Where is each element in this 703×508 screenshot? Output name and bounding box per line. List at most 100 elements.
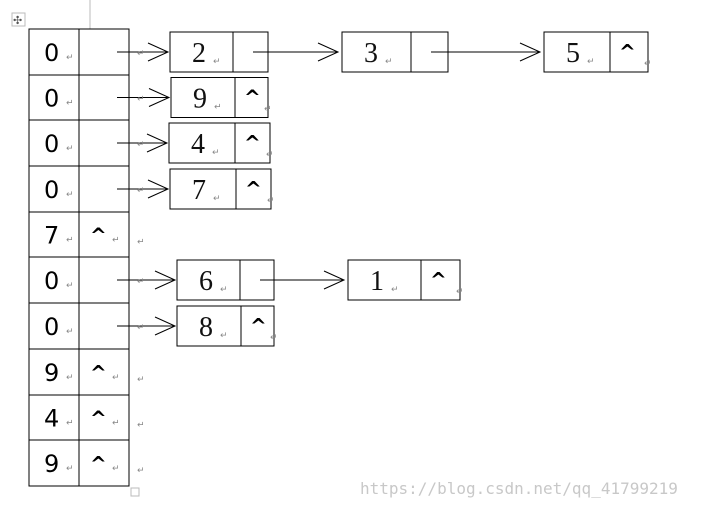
paragraph-mark: ↵	[587, 57, 595, 67]
null-pointer-mark: ^	[244, 131, 261, 155]
node-value: 2	[192, 38, 206, 69]
null-pointer-mark: ^	[619, 40, 636, 64]
row-value: 9	[44, 359, 59, 387]
paragraph-mark: ↵	[66, 144, 74, 154]
node-value: 1	[370, 266, 384, 297]
paragraph-mark: ↵	[137, 466, 145, 476]
node-value: 6	[199, 266, 213, 297]
node-border	[170, 77, 269, 118]
paragraph-mark: ↵	[137, 323, 145, 333]
row-value: 9	[44, 450, 59, 478]
list-node: 5 ↵ ^ ↵	[543, 31, 652, 73]
row-value: 0	[44, 313, 59, 341]
pointer-arrow	[260, 270, 346, 290]
node-border	[168, 122, 271, 164]
paragraph-mark: ↵	[391, 285, 399, 295]
node-border	[169, 168, 272, 210]
node-value: 4	[191, 129, 205, 160]
node-border	[347, 259, 461, 301]
paragraph-mark: ↵	[266, 150, 274, 160]
paragraph-mark: ↵	[112, 464, 120, 474]
null-pointer-mark: ^	[90, 407, 107, 431]
pointer-arrow	[117, 316, 177, 336]
paragraph-mark: ↵	[66, 99, 74, 109]
node-value: 8	[199, 312, 213, 343]
paragraph-mark: ↵	[66, 464, 74, 474]
table-row: 0↵	[28, 302, 130, 350]
pointer-arrow	[117, 270, 177, 290]
paragraph-mark: ↵	[66, 236, 74, 246]
list-node: 6↵	[176, 259, 275, 301]
table-row: 0↵	[28, 119, 130, 167]
null-pointer-mark: ^	[250, 314, 267, 338]
chain: ↵2↵3↵5↵^↵	[117, 31, 652, 73]
table-row: 7↵^↵↵	[28, 211, 145, 258]
paragraph-mark: ↵	[137, 186, 145, 196]
null-pointer-mark: ^	[430, 268, 447, 292]
paragraph-mark: ↵	[220, 285, 228, 295]
paragraph-mark: ↵	[214, 103, 222, 113]
list-node: 8↵^↵	[176, 305, 278, 347]
row-value: 0	[44, 39, 59, 67]
table-move-handle[interactable]	[11, 12, 26, 27]
node-value: 5	[566, 38, 580, 69]
paragraph-mark: ↵	[137, 238, 145, 248]
chain: ↵9↵^↵	[117, 77, 272, 118]
node-border	[543, 31, 649, 73]
paragraph-mark: ↵	[66, 190, 74, 200]
null-pointer-mark: ^	[244, 86, 261, 110]
node-value: 3	[364, 38, 378, 69]
paragraph-mark: ↵	[137, 277, 145, 287]
chain: ↵4↵^↵	[117, 122, 274, 164]
paragraph-mark: ↵	[137, 95, 145, 105]
paragraph-mark: ↵	[264, 105, 272, 115]
list-node: 1 ↵ ^ ↵	[347, 259, 464, 301]
row-value: 0	[44, 85, 59, 113]
null-pointer-mark: ^	[90, 452, 107, 476]
list-node: 7↵^↵	[169, 168, 275, 210]
pointer-arrow	[253, 42, 340, 62]
node-value: 9	[193, 84, 207, 115]
paragraph-mark: ↵	[213, 57, 221, 67]
paragraph-mark: ↵	[137, 49, 145, 59]
paragraph-mark: ↵	[137, 375, 145, 385]
table-row: 0↵	[28, 74, 130, 121]
paragraph-mark: ↵	[644, 59, 652, 69]
move-handle-icon: ✣	[13, 14, 22, 27]
row-value: 4	[44, 405, 59, 433]
null-pointer-mark: ^	[90, 361, 107, 385]
table-row: 4↵^↵↵	[28, 394, 145, 441]
watermark-text: https://blog.csdn.net/qq_41799219	[360, 479, 678, 498]
table-resize-handle[interactable]	[130, 487, 140, 497]
head-table: 0↵0↵0↵0↵7↵^↵↵0↵0↵9↵^↵↵4↵^↵↵9↵^↵↵	[28, 28, 145, 487]
paragraph-mark: ↵	[385, 57, 393, 67]
table-row: 0↵	[28, 256, 130, 304]
paragraph-mark: ↵	[137, 140, 145, 150]
paragraph-mark: ↵	[112, 373, 120, 383]
paragraph-mark: ↵	[66, 419, 74, 429]
pointer-arrow	[117, 133, 169, 153]
paragraph-mark: ↵	[267, 196, 275, 206]
paragraph-mark: ↵	[213, 194, 221, 204]
row-value: 7	[44, 222, 59, 250]
paragraph-mark: ↵	[112, 419, 120, 429]
pointer-arrow	[117, 179, 170, 199]
paragraph-mark: ↵	[456, 287, 464, 297]
list-node: 9↵^↵	[170, 77, 272, 118]
row-value: 0	[44, 176, 59, 204]
table-row: 0↵	[28, 165, 130, 213]
list-node: 4↵^↵	[168, 122, 274, 164]
chain: ↵8↵^↵	[117, 305, 278, 347]
row-value: 0	[44, 130, 59, 158]
chain: ↵6↵1↵^↵	[117, 259, 464, 301]
paragraph-mark: ↵	[270, 333, 278, 343]
list-node: 3↵	[341, 31, 449, 73]
pointer-arrow	[117, 88, 171, 107]
table-row: 0↵	[28, 28, 130, 76]
row-value: 0	[44, 267, 59, 295]
paragraph-mark: ↵	[66, 373, 74, 383]
chain-layer: ↵2↵3↵5↵^↵↵9↵^↵↵4↵^↵↵7↵^↵↵6↵1↵^↵↵8↵^↵	[117, 31, 652, 347]
paragraph-mark: ↵	[66, 327, 74, 337]
table-row: 9 ↵ ^ ↵ ↵	[28, 348, 145, 396]
